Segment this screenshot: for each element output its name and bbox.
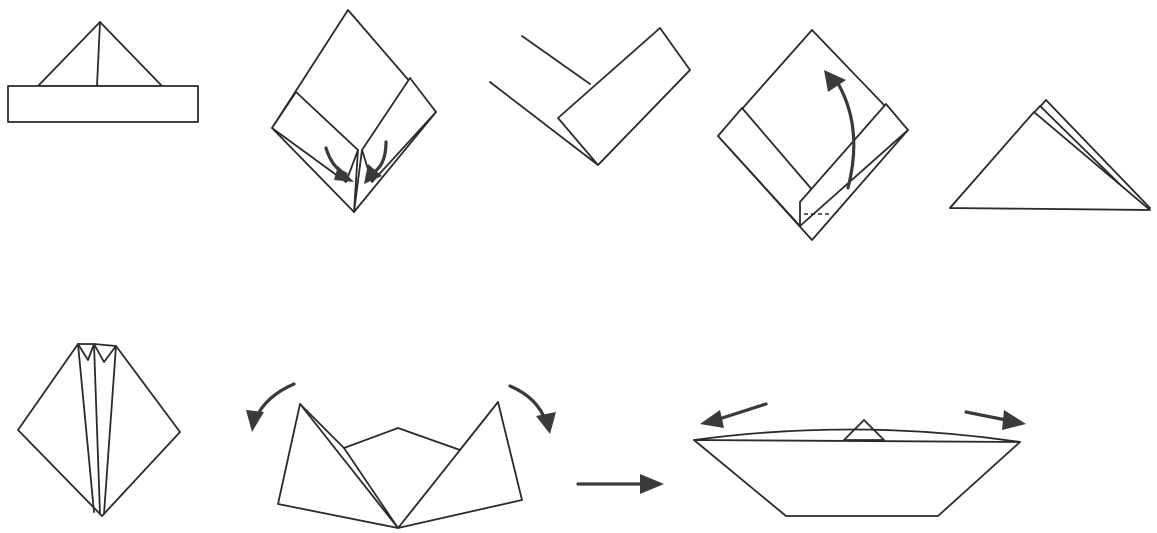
- step-3-open-v: [490, 28, 690, 165]
- step-5-layered-triangle: [950, 100, 1150, 210]
- step-8-left-arrowhead: [700, 410, 724, 428]
- step-1-band: [8, 86, 198, 122]
- step-8-left-arrow-shaft: [716, 404, 766, 420]
- step-6-kite: [18, 344, 180, 516]
- transition-arrow: [578, 474, 664, 494]
- step-2-diamond-side-folds: [272, 10, 436, 212]
- step-7-right-arrowhead: [536, 412, 556, 434]
- step-4-diamond-flap: [718, 30, 908, 240]
- step-8-finished-boat: [694, 404, 1026, 516]
- step-1-triangle-over-band: [8, 22, 198, 122]
- step-3-flap: [558, 28, 690, 165]
- step-8-right-arrow-shaft: [966, 412, 1006, 420]
- step-3-inner-line: [522, 36, 590, 84]
- step-8-right-arrowhead: [1002, 410, 1026, 430]
- step-8-hull: [694, 440, 1020, 516]
- step-7-left-arrowhead: [246, 410, 264, 432]
- step-5-front-triangle: [950, 112, 1150, 210]
- step-7-pull-open: [246, 384, 556, 528]
- transition-arrowhead: [640, 474, 664, 494]
